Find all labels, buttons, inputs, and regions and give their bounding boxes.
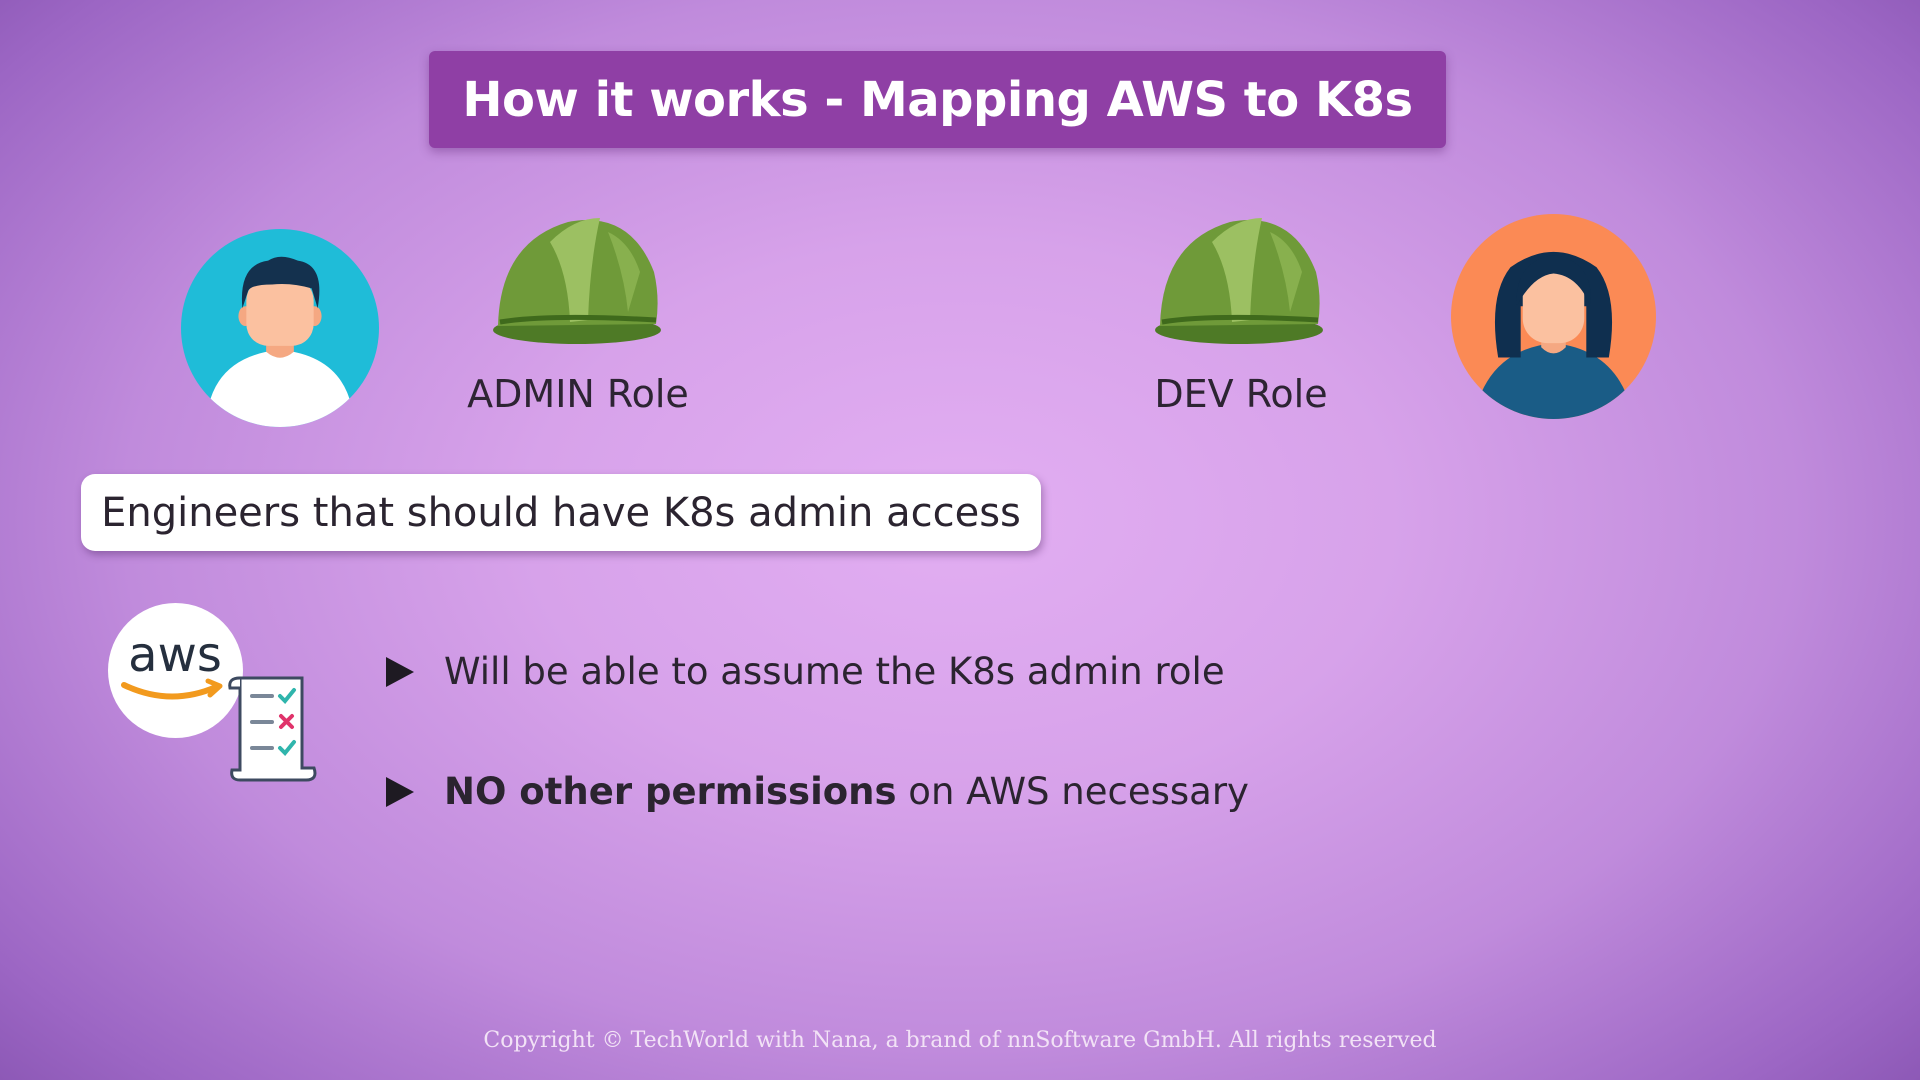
play-bullet-icon	[386, 776, 414, 807]
title-banner: How it works - Mapping AWS to K8s	[429, 51, 1446, 148]
admin-access-note: Engineers that should have K8s admin acc…	[81, 474, 1041, 551]
aws-logo-text: aws	[128, 627, 222, 683]
dev-role-label: DEV Role	[1154, 372, 1328, 416]
admin-avatar-icon	[181, 229, 379, 427]
bullet-text: Will be able to assume the K8s admin rol…	[444, 650, 1225, 693]
copyright-footer: Copyright © TechWorld with Nana, a brand…	[483, 1028, 1437, 1053]
bullet-item: NO other permissions on AWS necessary	[386, 770, 1249, 813]
admin-role-label: ADMIN Role	[467, 372, 689, 416]
policy-document-icon	[226, 672, 326, 784]
bullet-bold-text: NO other permissions	[444, 770, 897, 813]
bullet-rest-text: on AWS necessary	[896, 770, 1249, 813]
play-bullet-icon	[386, 656, 414, 687]
bullet-item: Will be able to assume the K8s admin rol…	[386, 650, 1225, 693]
helmet-icon	[490, 202, 665, 352]
helmet-icon	[1152, 202, 1327, 352]
note-text: Engineers that should have K8s admin acc…	[101, 489, 1021, 536]
dev-avatar-icon	[1451, 214, 1656, 419]
page-title: How it works - Mapping AWS to K8s	[462, 71, 1413, 128]
aws-logo-icon: aws	[108, 603, 243, 738]
bullet-text: NO other permissions on AWS necessary	[444, 770, 1249, 813]
